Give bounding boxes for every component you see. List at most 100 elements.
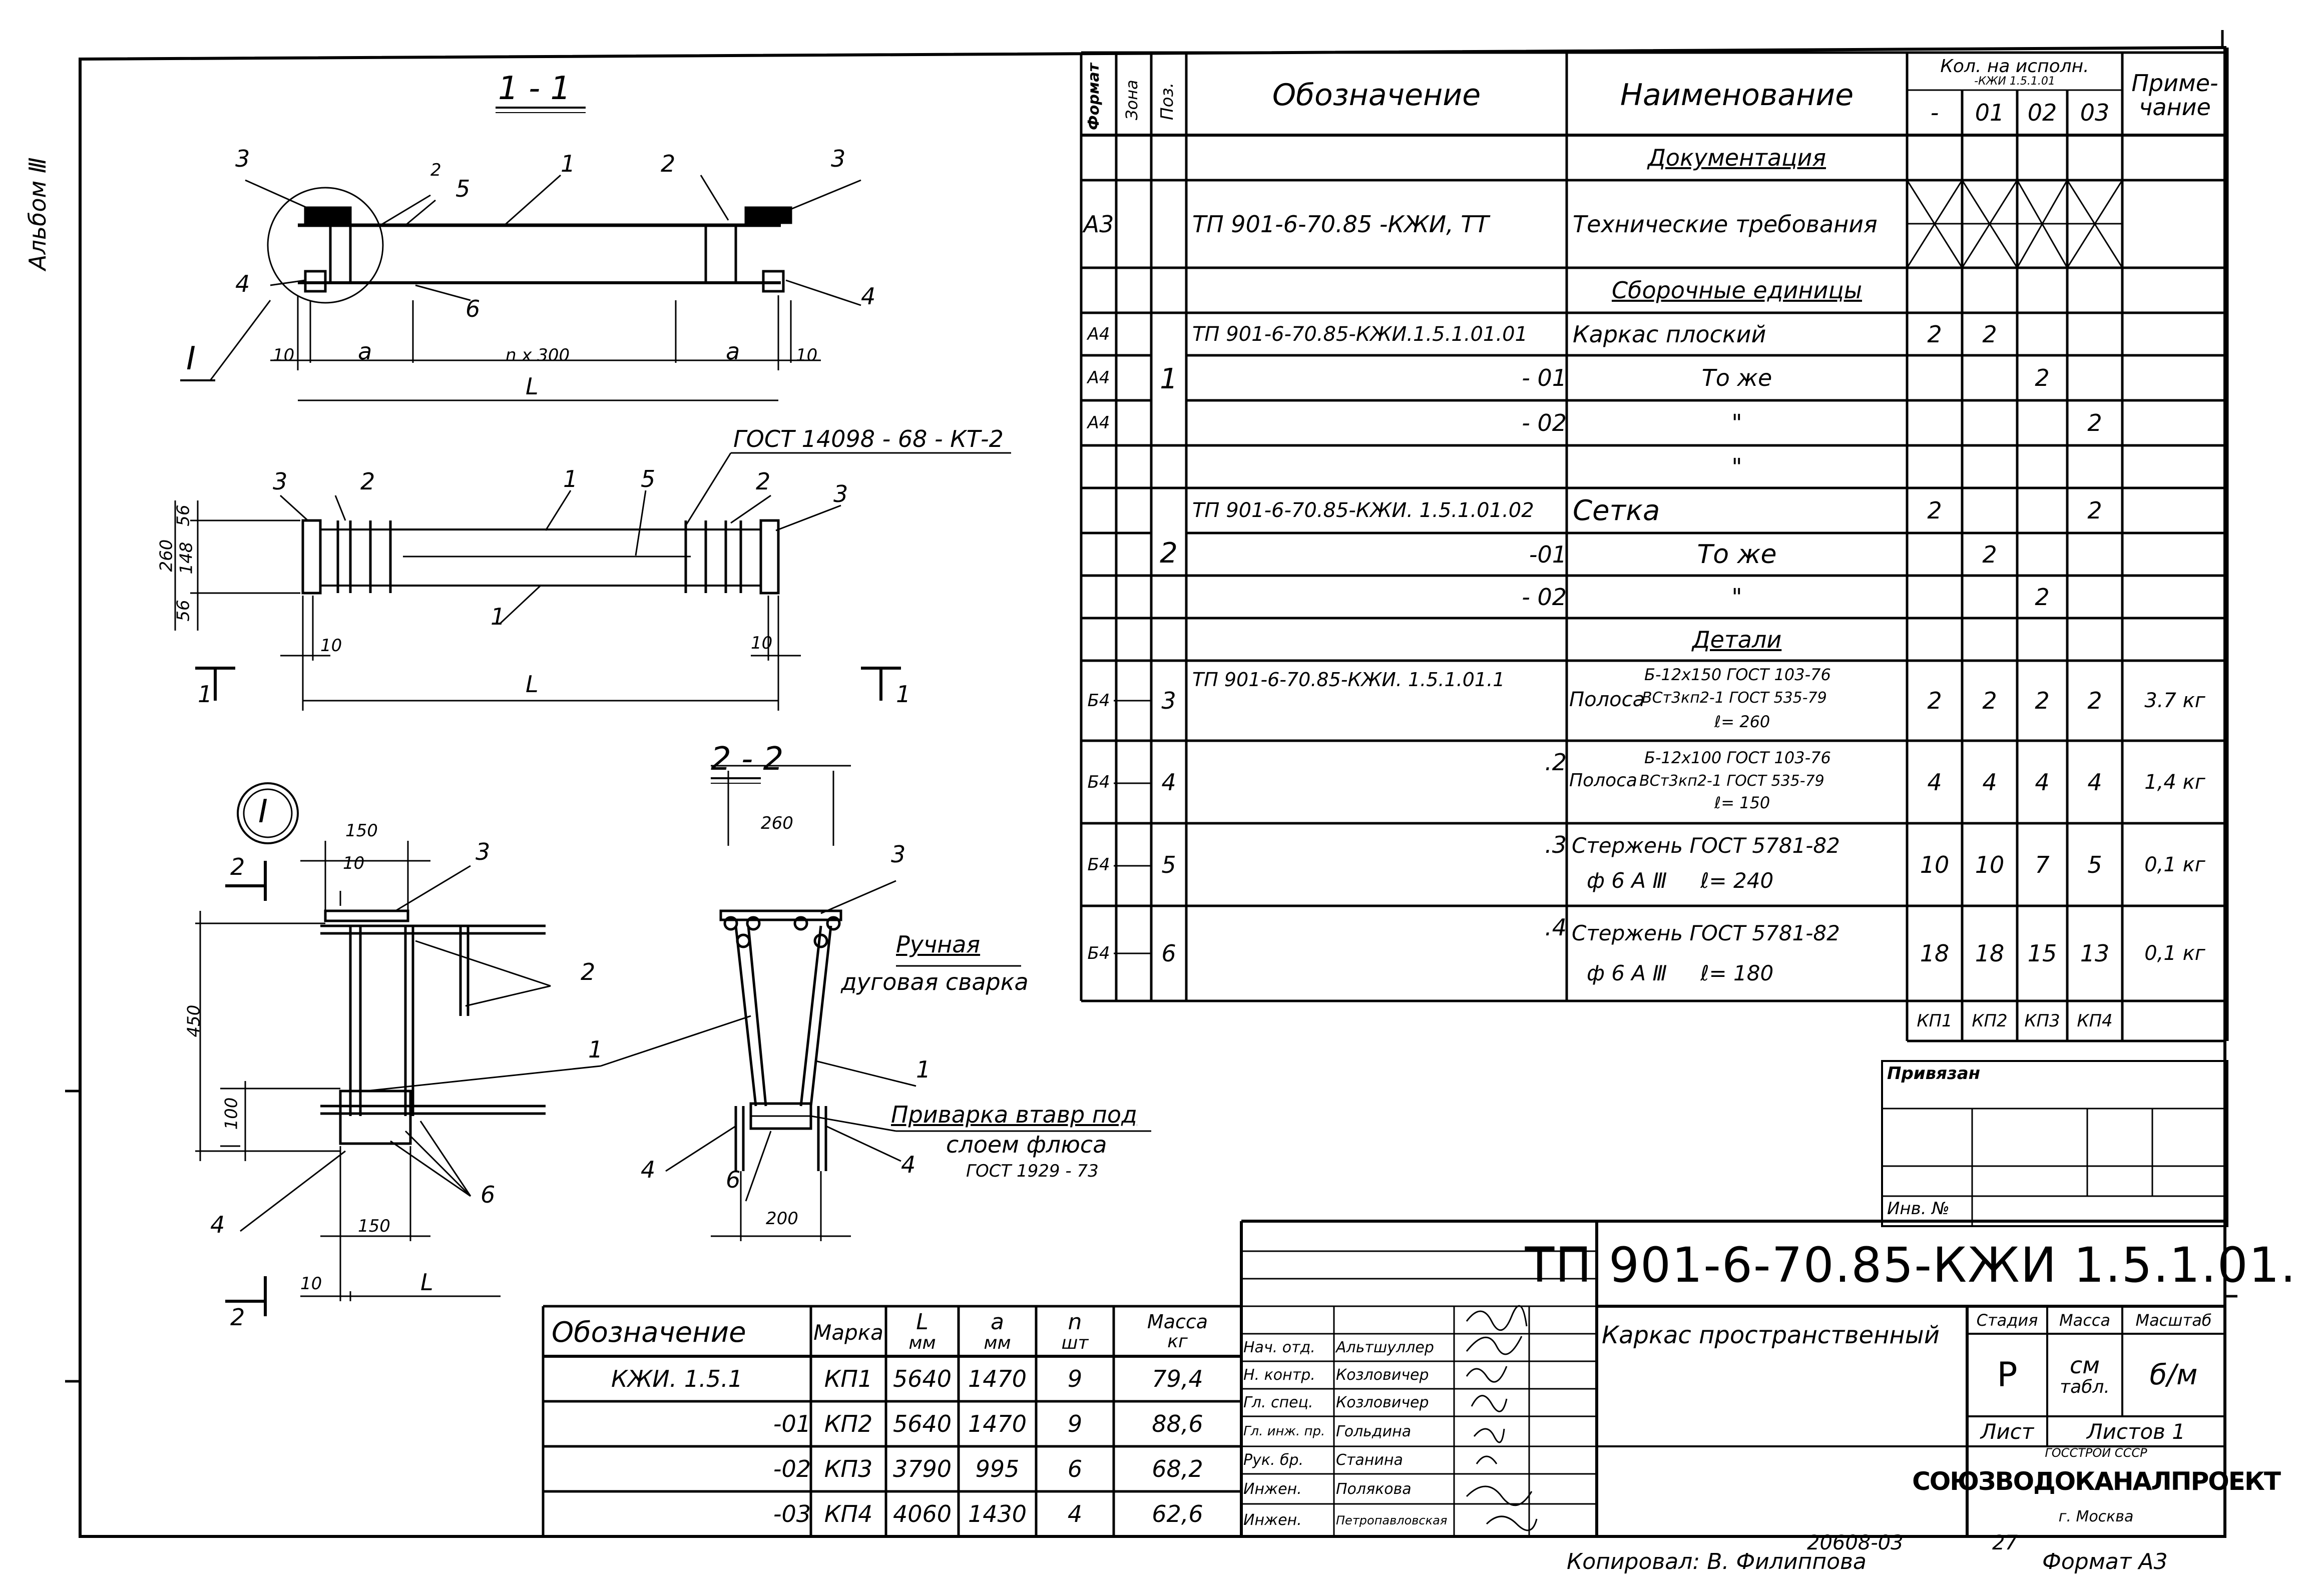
var-r2-mass: 68,2 [1152, 1455, 1203, 1482]
stamp-stage-h: Стадия [1976, 1310, 2038, 1330]
var-r0-des: КЖИ. 1.5.1 [611, 1365, 743, 1392]
r5-pos: 2 [1160, 537, 1178, 570]
dim-L-2: L [526, 671, 539, 698]
hdr-designation: Обозначение [1272, 78, 1481, 113]
d3-designation: ТП 901-6-70.85-КЖИ. 1.5.1.01.1 [1192, 668, 1505, 691]
d3-note: 3.7 кг [2144, 689, 2205, 712]
dim-200: 200 [766, 1209, 798, 1229]
d6-format: Б4 [1087, 943, 1110, 963]
signer-6-role: Инжен. [1243, 1511, 1302, 1529]
d6-designation: .4 [1545, 913, 1567, 941]
callout-4: 4 [235, 270, 250, 297]
d6-q2: 15 [2027, 940, 2057, 967]
section-2-2-title: 2 - 2 [711, 741, 784, 778]
hdr-qty-2: 02 [2027, 99, 2057, 126]
d3-q2: 2 [2035, 687, 2050, 714]
stamp-stage: Р [1997, 1355, 2018, 1395]
doc-designation: ТП 901-6-70.85 -КЖИ, ТТ [1192, 210, 1489, 238]
stamp-scale-h: Масштаб [2135, 1310, 2212, 1330]
dim-100: 100 [221, 1097, 242, 1130]
view-1-1 [180, 107, 861, 401]
r7-designation: - 02 [1522, 583, 1567, 611]
r1-format: А4 [1087, 324, 1110, 344]
d6-q1: 18 [1975, 940, 2005, 967]
d5-designation: .3 [1545, 831, 1567, 858]
callout-1b: 1 [563, 465, 578, 492]
mark-kp3: КП3 [2024, 1011, 2060, 1031]
stamp-org-1: ГОССТРОЙ СССР [2045, 1446, 2147, 1460]
signature-scribbles [1466, 1305, 1538, 1531]
d6-pos: 6 [1161, 940, 1176, 967]
d5-q2: 7 [2035, 851, 2050, 878]
binding-grid [1881, 1060, 2228, 1227]
node-I-ref: I [186, 340, 196, 377]
r5-q0: 2 [1927, 497, 1942, 524]
sec-docs: Документация [1647, 144, 1826, 171]
dim-10-b: 10 [796, 345, 818, 365]
dim-L-1: L [526, 373, 539, 400]
dim-10-f: 10 [300, 1274, 322, 1294]
sec-details: Детали [1692, 626, 1782, 653]
callout-1c: 1 [491, 603, 506, 630]
callout-2b: 2 [661, 150, 676, 177]
doc-name: Технические требования [1573, 210, 1878, 238]
dim-148: 148 [176, 542, 197, 575]
stamp-sheets: Листов 1 [2087, 1419, 2185, 1444]
signer-5-role: Инжен. [1243, 1480, 1302, 1498]
view-plan [174, 452, 1011, 711]
r1-q0: 2 [1927, 320, 1942, 348]
d5-q0: 10 [1920, 851, 1950, 878]
note-tee-2: слоем флюса [946, 1131, 1107, 1158]
stamp-mass-h: Масса [2059, 1310, 2110, 1330]
dim-a-2: a [726, 338, 740, 365]
callout-2: 2 [430, 160, 441, 180]
stamp-org-3: г. Москва [2058, 1507, 2134, 1525]
var-r0-mark: КП1 [824, 1365, 873, 1392]
d5-name: Стержень ГОСТ 5781-82 ф 6 А Ⅲ ℓ= 240 [1572, 833, 1840, 893]
var-r3-des: -03 [773, 1500, 811, 1527]
callout-3d: 3 [833, 480, 848, 507]
callout-2d: 2 [756, 468, 771, 495]
binding-inv: Инв. № [1887, 1199, 1950, 1219]
note-manual-1: Ручная [896, 931, 981, 958]
section-1-1-title: 1 - 1 [498, 70, 571, 107]
d4-designation: .2 [1545, 748, 1567, 776]
hdr-qty: Кол. на исполн. -КЖИ 1.5.1.01 [1940, 56, 2089, 88]
var-r3-mass: 62,6 [1152, 1500, 1203, 1527]
dim-150-b: 150 [358, 1216, 390, 1236]
r6-q1: 2 [1982, 541, 1997, 568]
view-2-2 [600, 765, 1151, 1241]
var-r3-L: 4060 [892, 1500, 952, 1527]
signer-1-role: Н. контр. [1243, 1366, 1315, 1384]
footer-format: Формат А3 [2042, 1549, 2168, 1574]
dim-10-c: 10 [320, 636, 342, 656]
var-r1-a: 1470 [968, 1410, 1027, 1437]
d5-q3: 5 [2087, 851, 2102, 878]
d4-q1: 4 [1982, 768, 1997, 796]
dim-260-a: 260 [156, 539, 177, 572]
stamp-code: ТП 901-6-70.85-КЖИ 1.5.1.01. [1525, 1237, 2297, 1293]
footer-page: 27 [1992, 1531, 2018, 1554]
stamp-grid [1240, 1220, 2225, 1536]
stamp-scale: б/м [2149, 1359, 2198, 1391]
r5-q3: 2 [2087, 497, 2102, 524]
d6-q0: 18 [1920, 940, 1950, 967]
d3-q3: 2 [2087, 687, 2102, 714]
mark-kp4: КП4 [2077, 1011, 2113, 1031]
d3-format: Б4 [1087, 691, 1110, 711]
dim-10-a: 10 [273, 345, 295, 365]
r1-designation: ТП 901-6-70.85-КЖИ.1.5.1.01.01 [1192, 322, 1528, 346]
d3-q0: 2 [1927, 687, 1942, 714]
d5-pos: 5 [1161, 851, 1176, 878]
d4-q2: 4 [2035, 768, 2050, 796]
r2-name: То же [1701, 364, 1772, 391]
signer-4-name: Станина [1336, 1451, 1403, 1469]
var-hdr-mark: Марка [813, 1320, 883, 1345]
sec-assembly: Сборочные единицы [1611, 277, 1863, 304]
hdr-qty-1: 01 [1975, 99, 2005, 126]
var-r1-L: 5640 [892, 1410, 952, 1437]
spec-table-grid [1080, 48, 2229, 1042]
